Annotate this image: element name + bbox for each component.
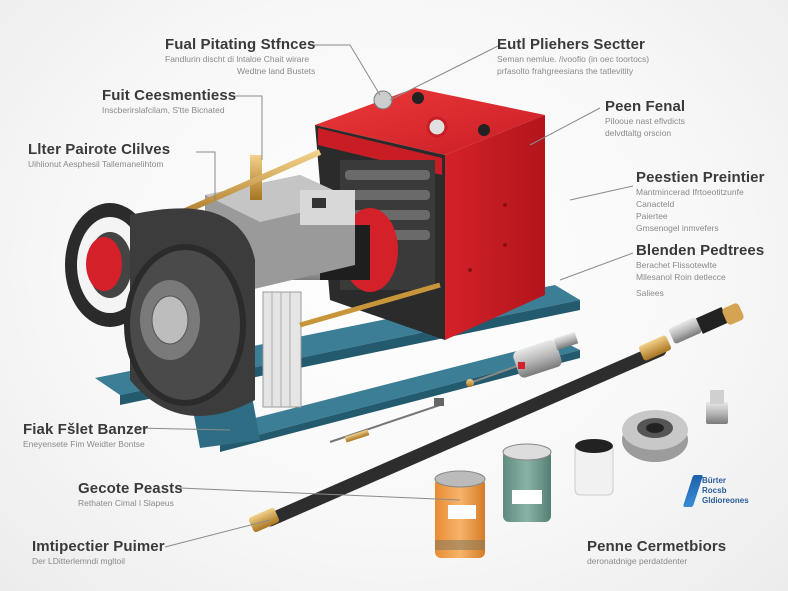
label-desc: Uihlionut Aesphesil Tallemanelihtom xyxy=(28,159,164,169)
label-desc: Gmsenogel inmvefers xyxy=(636,223,719,233)
label-desc: Rethaten Cimal l Slapeus xyxy=(78,498,174,508)
label-desc: Paiertee xyxy=(636,211,668,221)
label-fuit-ceesmentiess: Fuit Ceesmentiess Inscberirslafcilam, S'… xyxy=(102,87,236,116)
label-peestien-preintier: Peestien Preintier Mantmincerad Ifrtoeot… xyxy=(636,169,765,234)
label-title: Imtipectier Puimer xyxy=(32,538,165,555)
logo-line: Gldioreones xyxy=(702,496,749,505)
label-liter-pairote: Llter Pairote Clilves Uihlionut Aesphesi… xyxy=(28,141,170,170)
teal-can xyxy=(502,443,552,522)
rod-part xyxy=(329,398,444,443)
orange-can xyxy=(434,470,486,558)
label-desc: Mllesanol Roin detlecce xyxy=(636,272,726,282)
label-fiak-felet: Fiak Fšlet Banzer Eneyensete Fim Weidter… xyxy=(23,421,148,450)
label-title: Fiak Fšlet Banzer xyxy=(23,421,149,438)
leader-lines xyxy=(134,44,634,548)
label-title: Fual Pitating Stfnces xyxy=(165,36,316,53)
label-desc: Wedtne land Bustets xyxy=(237,66,316,76)
label-desc: Saliees xyxy=(636,288,664,298)
label-peen-fenal: Peen Fenal Pilooue nast eflvdicts delvdt… xyxy=(605,98,685,139)
bearing-ring xyxy=(622,410,688,462)
label-title: Gecote Peasts xyxy=(78,480,183,497)
label-intipectier: Imtipectier Puimer Der LDitterlemndi mgl… xyxy=(32,538,165,567)
label-desc: Mantmincerad Ifrtoeotitzunfe xyxy=(636,187,744,197)
label-desc: Fandlurin discht di lntaloe Chait wirare xyxy=(165,54,310,64)
label-title: Peen Fenal xyxy=(605,98,686,115)
label-desc: Inscberirslafcilam, S'tte Bicnated xyxy=(102,105,225,115)
label-desc: prfasolto frahgreesians the tatlevitity xyxy=(497,66,634,76)
label-title: Eutl Pliehers Sectter xyxy=(497,36,645,53)
label-desc: Der LDitterlemndi mgltoil xyxy=(32,556,126,566)
label-fual-pitating: Fual Pitating Stfnces Fandlurin discht d… xyxy=(165,36,315,77)
label-desc: Pilooue nast eflvdicts xyxy=(605,116,685,126)
engine-block xyxy=(205,155,355,408)
label-title: Fuit Ceesmentiess xyxy=(102,87,237,104)
label-eutl-pliehers: Eutl Pliehers Sectter Seman nemlue. /ivo… xyxy=(497,36,649,77)
injector-part xyxy=(466,331,579,387)
logo-line: Bürter xyxy=(702,476,727,485)
label-title: Blenden Pedtrees xyxy=(636,242,765,259)
label-desc: Canacteld xyxy=(636,199,675,209)
brand-logo: Bürter Rocsb Gldioreones xyxy=(682,475,749,507)
label-desc: Berachet Flissotewlte xyxy=(636,260,717,270)
logo-line: Rocsb xyxy=(702,486,727,495)
label-desc: delvdtaltg orscion xyxy=(605,128,672,138)
label-penne-cermetbiors: Penne Cermetbiors deronatdnige perdatden… xyxy=(587,538,726,567)
label-title: Penne Cermetbiors xyxy=(587,538,727,555)
filter-cartridge xyxy=(574,439,614,496)
pulley-assembly xyxy=(65,203,255,416)
label-desc: Seman nemlue. /ivoofio (in oec toortocs) xyxy=(497,54,650,64)
bolt-nut xyxy=(706,390,728,424)
label-title: Llter Pairote Clilves xyxy=(28,141,171,158)
label-title: Peestien Preintier xyxy=(636,169,765,186)
hose xyxy=(248,303,744,533)
label-blenden-pedtrees: Blenden Pedtrees Berachet Flissotewlte M… xyxy=(636,242,764,299)
label-desc: Eneyensete Fim Weidter Bontse xyxy=(23,439,145,449)
label-desc: deronatdnige perdatdenter xyxy=(587,556,688,566)
label-gecote-peasts: Gecote Peasts Rethaten Cimal l Slapeus xyxy=(78,480,183,509)
